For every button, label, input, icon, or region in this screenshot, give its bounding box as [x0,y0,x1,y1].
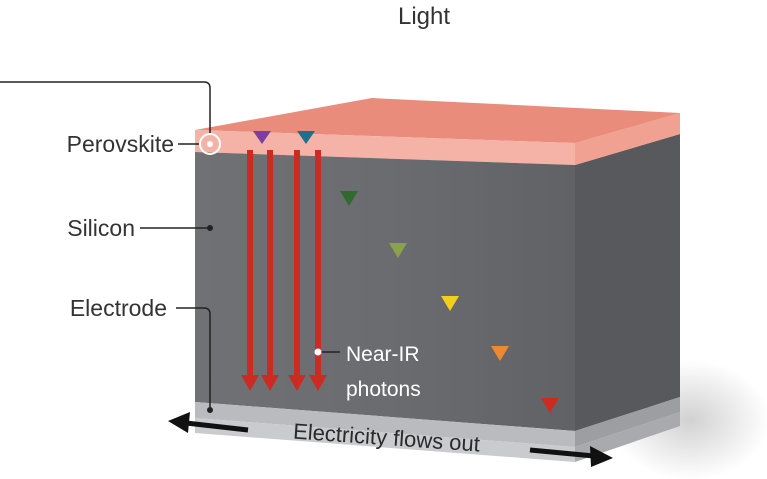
leader-lines [0,81,340,408]
near-ir-arrowhead-2 [261,375,279,391]
blue-arrowhead [297,131,315,144]
near-ir-label-line1: Near-IR [346,343,420,366]
top-leader-line [0,81,211,135]
electrode-front-face [195,402,575,447]
electrode-bottom-side [575,412,680,462]
perovskite-side-face [575,113,680,165]
near-ir-arrowhead-4 [309,375,327,391]
yellow-arrowhead [441,296,459,311]
silicon-label: Silicon [67,215,135,241]
solar-cell-block [195,98,680,462]
red-arrowhead [541,398,559,413]
electrode-label: Electrode [70,295,167,321]
near-ir-photon-arrows [241,150,327,391]
left-flow-arrowhead [168,412,190,433]
electrode-callout-dot [207,407,213,413]
perovskite-callout-dot [207,141,213,147]
silicon-front-face [195,152,575,431]
near-ir-label-line2: photons [346,378,421,401]
electricity-flow-arrows [168,412,613,467]
perovskite-front-face [195,130,575,165]
silicon-callout-dot [207,225,213,231]
electrode-bottom-band [195,418,575,462]
orange-arrowhead [491,346,509,361]
electrode-side-face [575,397,680,447]
violet-arrowhead [253,131,271,144]
dark-green-arrowhead [340,191,358,206]
left-flow-line [185,420,249,433]
perovskite-label: Perovskite [67,131,174,157]
electrode-leader-line [176,307,211,408]
near-ir-arrowhead-3 [288,375,306,391]
olive-green-arrowhead [389,243,407,258]
near-ir-arrowhead-1 [241,375,259,391]
perovskite-callout-ring [199,133,221,155]
right-flow-arrowhead [590,446,613,467]
light-rays [241,0,559,413]
right-flow-line [529,447,595,459]
perovskite-top-face [195,98,680,143]
light-label: Light [398,3,450,30]
silicon-side-face [575,134,680,431]
near-ir-callout-dot [314,348,322,356]
